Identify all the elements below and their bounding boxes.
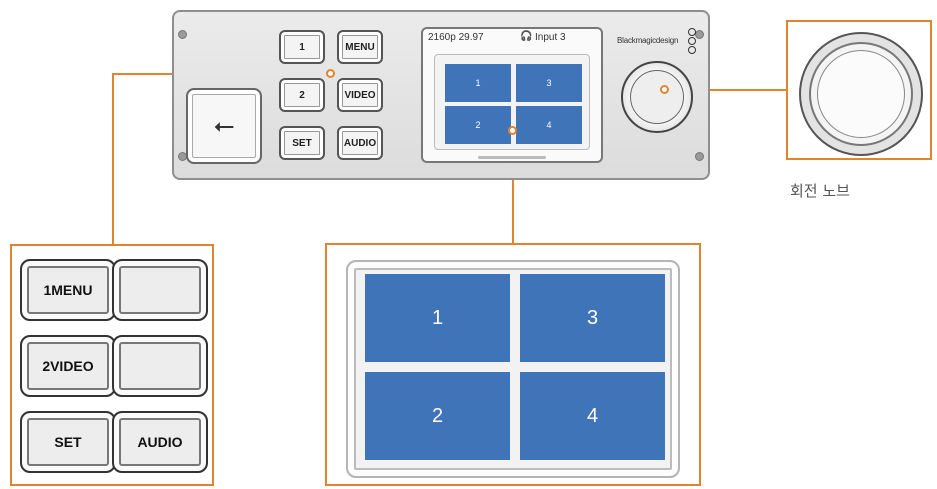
usb-port: ⭠ (186, 88, 262, 164)
connector-screen-v (512, 130, 514, 243)
screen-input: Input 3 (535, 32, 566, 43)
callout-button-audio: AUDIO (112, 411, 208, 473)
screen-quadrant-3: 3 (516, 64, 582, 102)
device-button-2: 2 (279, 78, 325, 112)
panel-screw (695, 152, 704, 161)
screen-bezel-bar (478, 156, 546, 159)
device-button-set: SET (279, 126, 325, 160)
screen-quadrant-1: 1 (445, 64, 511, 102)
callout-quadrant-3: 3 (520, 274, 665, 362)
headphones-icon: 🎧 (520, 31, 533, 42)
screen-quadrant-2: 2 (445, 106, 511, 144)
callout-knob-center (817, 50, 905, 138)
screen-quadrant-4: 4 (516, 106, 582, 144)
connector-dot-screen (508, 126, 517, 135)
connector-dot-knob (660, 85, 669, 94)
brand-logo: Blackmagicdesign (617, 36, 679, 45)
panel-screw (178, 30, 187, 39)
knob-caption: 회전 노브 (790, 182, 850, 200)
callout-quadrant-2: 2 (365, 372, 510, 460)
panel-screw (695, 30, 704, 39)
connector-knob-h (665, 89, 800, 91)
connector-buttons-v (112, 73, 114, 245)
callout-button-blank-2 (112, 335, 208, 397)
device-button-1: 1 (279, 30, 325, 64)
device-button-video: VIDEO (337, 78, 383, 112)
device-button-audio: AUDIO (337, 126, 383, 160)
callout-quadrant-1: 1 (365, 274, 510, 362)
callout-button-blank-1 (112, 259, 208, 321)
callout-quadrant-4: 4 (520, 372, 665, 460)
connector-dot-buttons (326, 69, 335, 78)
device-button-menu: MENU (337, 30, 383, 64)
brand-logo-dots (688, 28, 698, 54)
callout-button-set: SET (20, 411, 116, 473)
rotary-knob-center (630, 70, 684, 124)
callout-button-1-menu: 1MENU (20, 259, 116, 321)
usb-icon: ⭠ (213, 110, 235, 140)
callout-button-2-video: 2VIDEO (20, 335, 116, 397)
screen-format: 2160p 29.97 (428, 32, 484, 43)
